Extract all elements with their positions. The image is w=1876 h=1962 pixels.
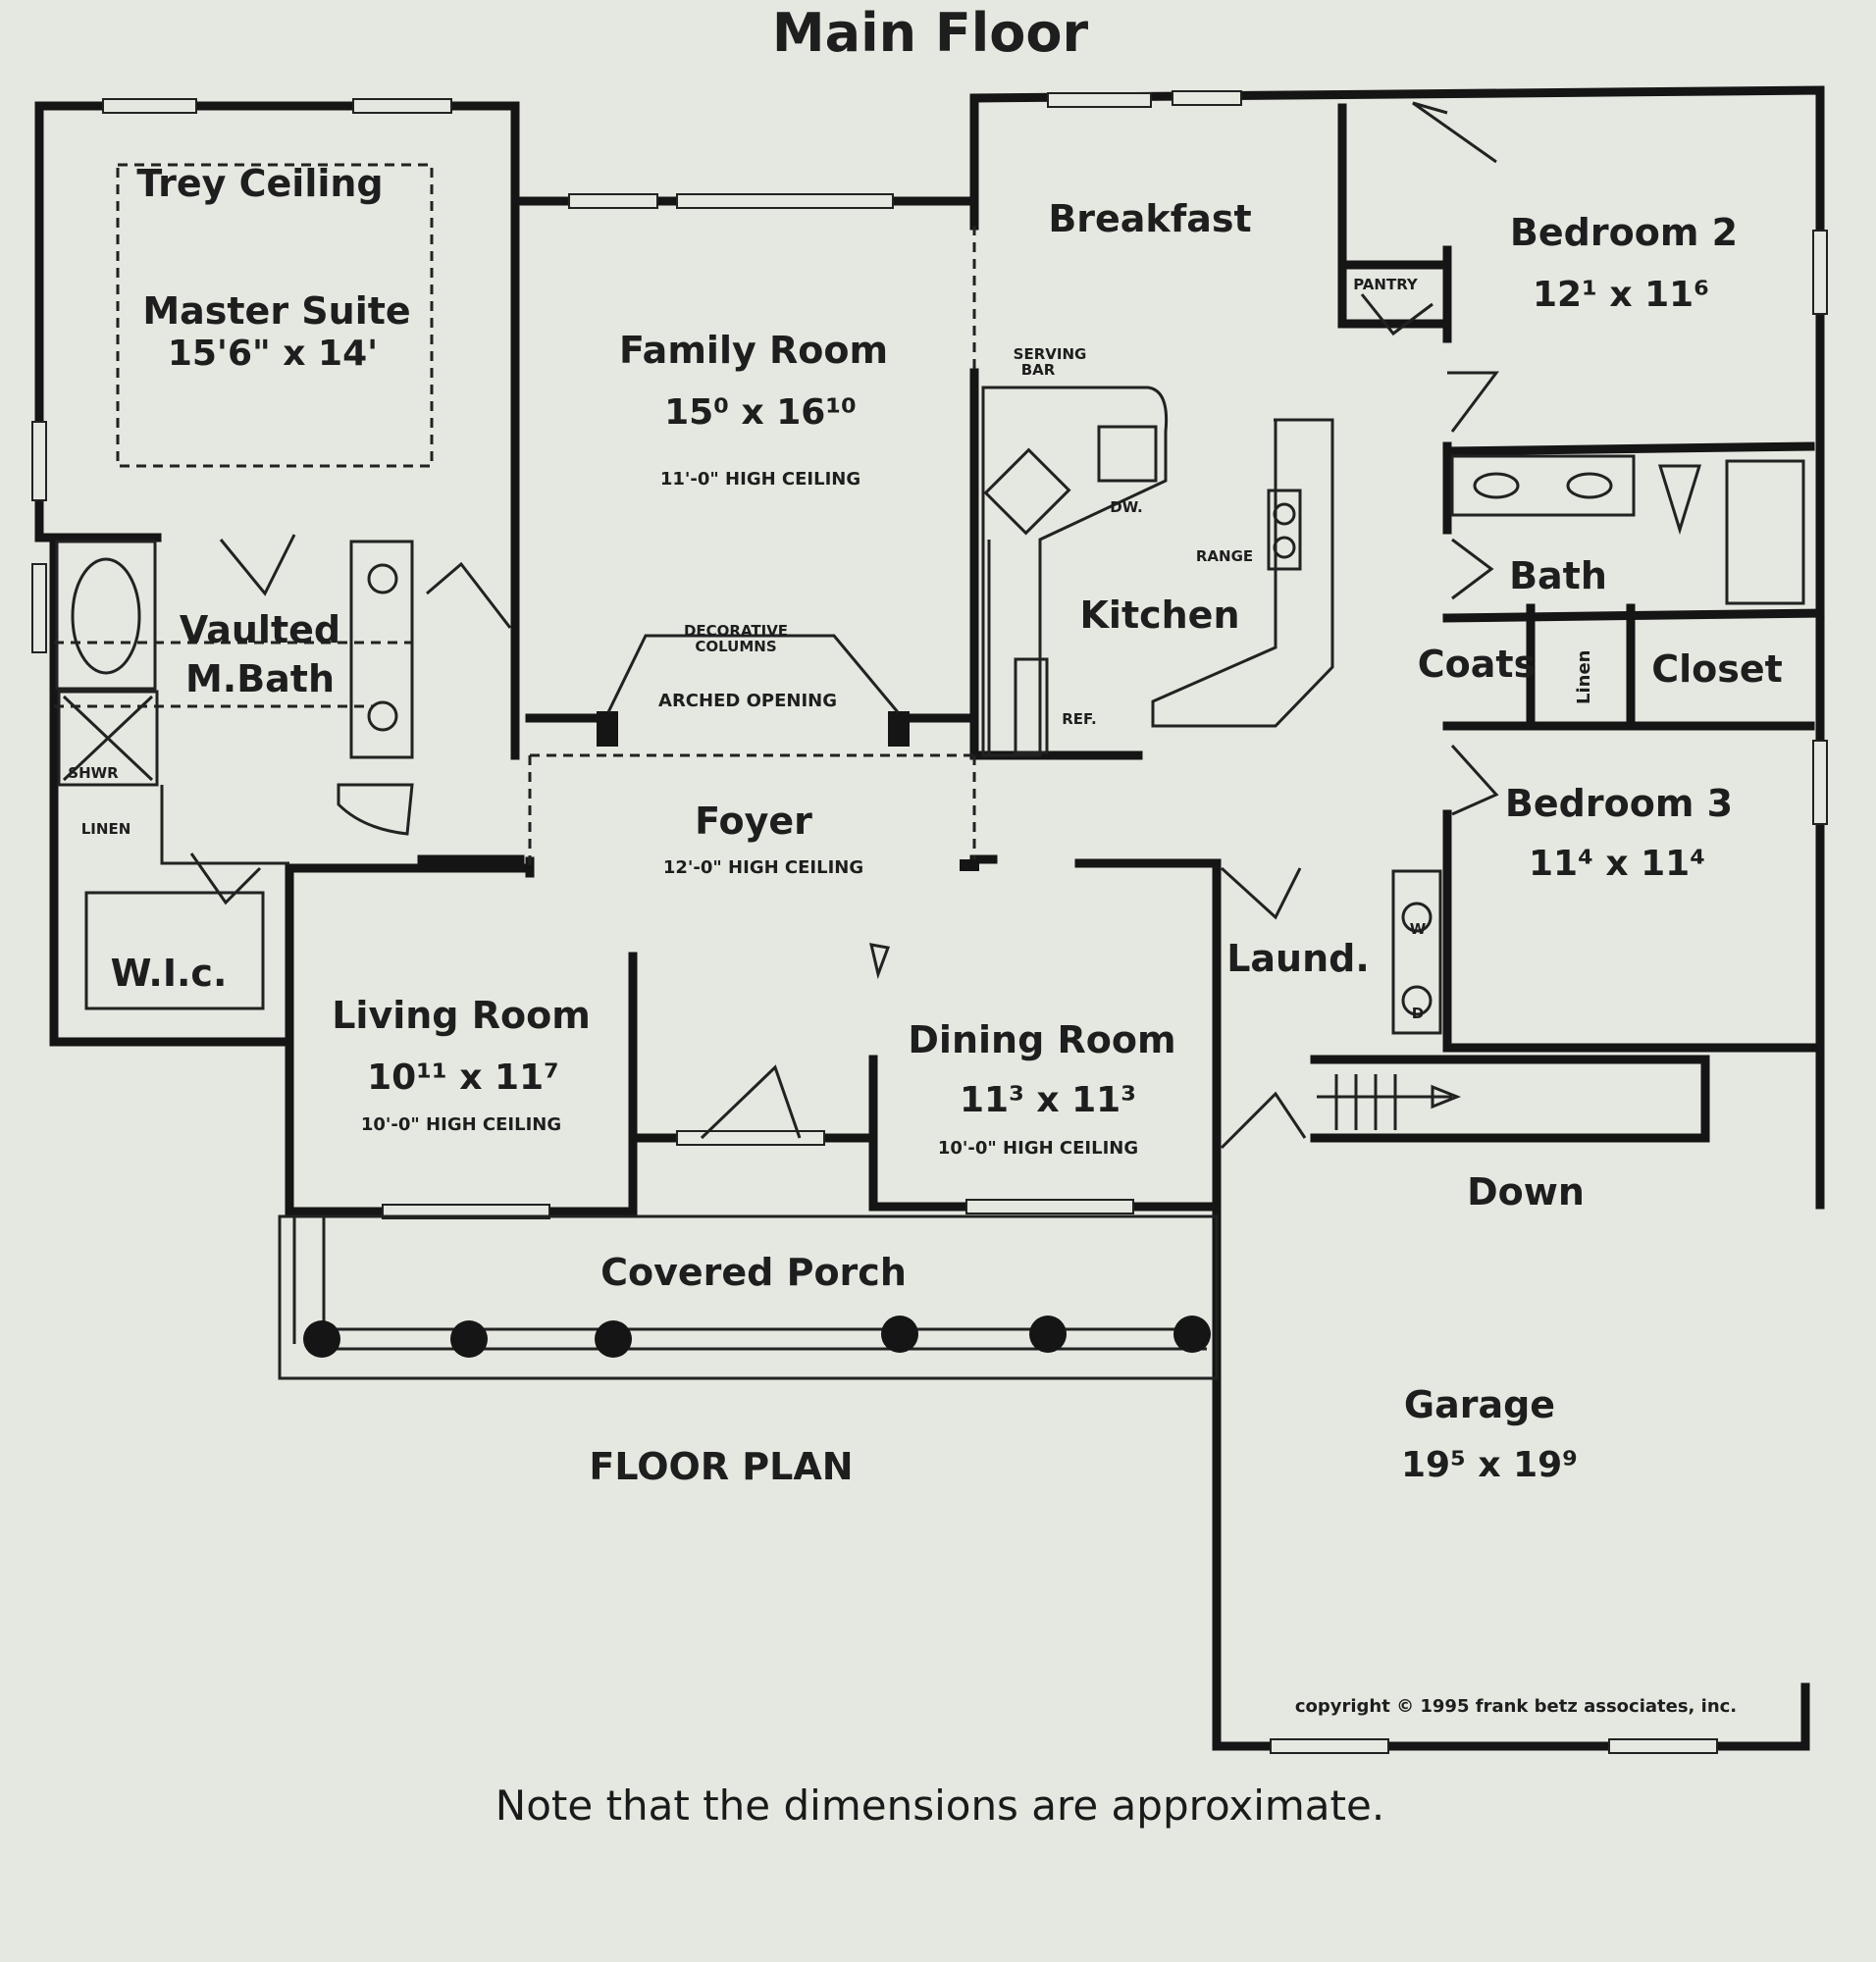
kitchen-name: Kitchen [1079,594,1239,637]
porch [278,1214,1219,1380]
washer-label: W [1410,920,1427,938]
stairs-down-label: Down [1467,1170,1585,1213]
master-suite-name: Master Suite [142,289,410,333]
porch-name: Covered Porch [600,1251,907,1294]
bath-name: Bath [1509,554,1607,597]
breakfast-name: Breakfast [1048,197,1251,240]
dining-room-dims: 11³ x 11³ [960,1080,1136,1120]
dining-room-name: Dining Room [908,1018,1175,1061]
foyer-name: Foyer [695,800,812,843]
dw-label: DW. [1110,498,1142,516]
foyer-ceiling: 12'-0" HIGH CEILING [663,857,863,878]
decorative-columns-label-2: COLUMNS [695,638,776,655]
wic-name: W.I.c. [111,952,228,995]
floor-plan-label: FLOOR PLAN [589,1445,853,1488]
family-room-ceiling: 11'-0" HIGH CEILING [660,469,860,490]
laundry-stairs [1220,866,1462,1150]
living-room-dims: 10¹¹ x 11⁷ [367,1058,559,1098]
serving-bar-label-2: BAR [1021,361,1056,379]
range-label: RANGE [1196,547,1253,565]
decorative-columns-label-1: DECORATIVE [684,622,788,640]
bedroom2-dims: 12¹ x 11⁶ [1533,275,1709,315]
coats-name: Coats [1418,643,1536,686]
garage-name: Garage [1404,1383,1555,1426]
master-suite-dims: 15'6" x 14' [168,334,378,374]
trey-ceiling-label: Trey Ceiling [136,162,383,205]
laundry-name: Laund. [1226,937,1370,980]
bath-fixtures [1450,454,1805,816]
room-labels: Trey Ceiling Master Suite 15'6" x 14' Fa… [68,162,1783,1717]
family-room-name: Family Room [619,329,888,372]
bedroom3-dims: 11⁴ x 11⁴ [1529,844,1705,884]
bedroom3-name: Bedroom 3 [1505,782,1733,825]
master-bath-name-1: Vaulted [180,608,340,651]
linen-label: LINEN [81,820,131,838]
garage-dims: 19⁵ x 19⁹ [1401,1445,1578,1485]
family-room-dims: 15⁰ x 16¹⁰ [664,392,857,433]
kitchen-fixtures [981,101,1499,757]
closet-name: Closet [1651,647,1783,691]
walls [34,85,1825,1751]
serving-bar-label-1: SERVING [1014,345,1087,363]
pantry-label: PANTRY [1353,276,1419,293]
dining-room-ceiling: 10'-0" HIGH CEILING [938,1138,1138,1159]
living-room-name: Living Room [332,994,591,1037]
copyright-text: copyright © 1995 frank betz associates, … [1295,1696,1737,1717]
dryer-label: D [1412,1005,1424,1022]
linen-closet-name: Linen [1574,650,1594,704]
master-bath-name-2: M.Bath [185,657,335,700]
living-room-ceiling: 10'-0" HIGH CEILING [361,1114,561,1135]
dashed-lines [54,163,976,868]
arched-opening-label: ARCHED OPENING [658,691,837,711]
ref-label: REF. [1062,710,1097,728]
master-bath-fixtures [55,534,512,1010]
foyer-details [597,634,979,1140]
dimensions-note: Note that the dimensions are approximate… [495,1781,1384,1830]
bedroom2-name: Bedroom 2 [1510,211,1738,254]
shower-label: SHWR [68,764,119,782]
page-title: Main Floor [772,2,1089,64]
